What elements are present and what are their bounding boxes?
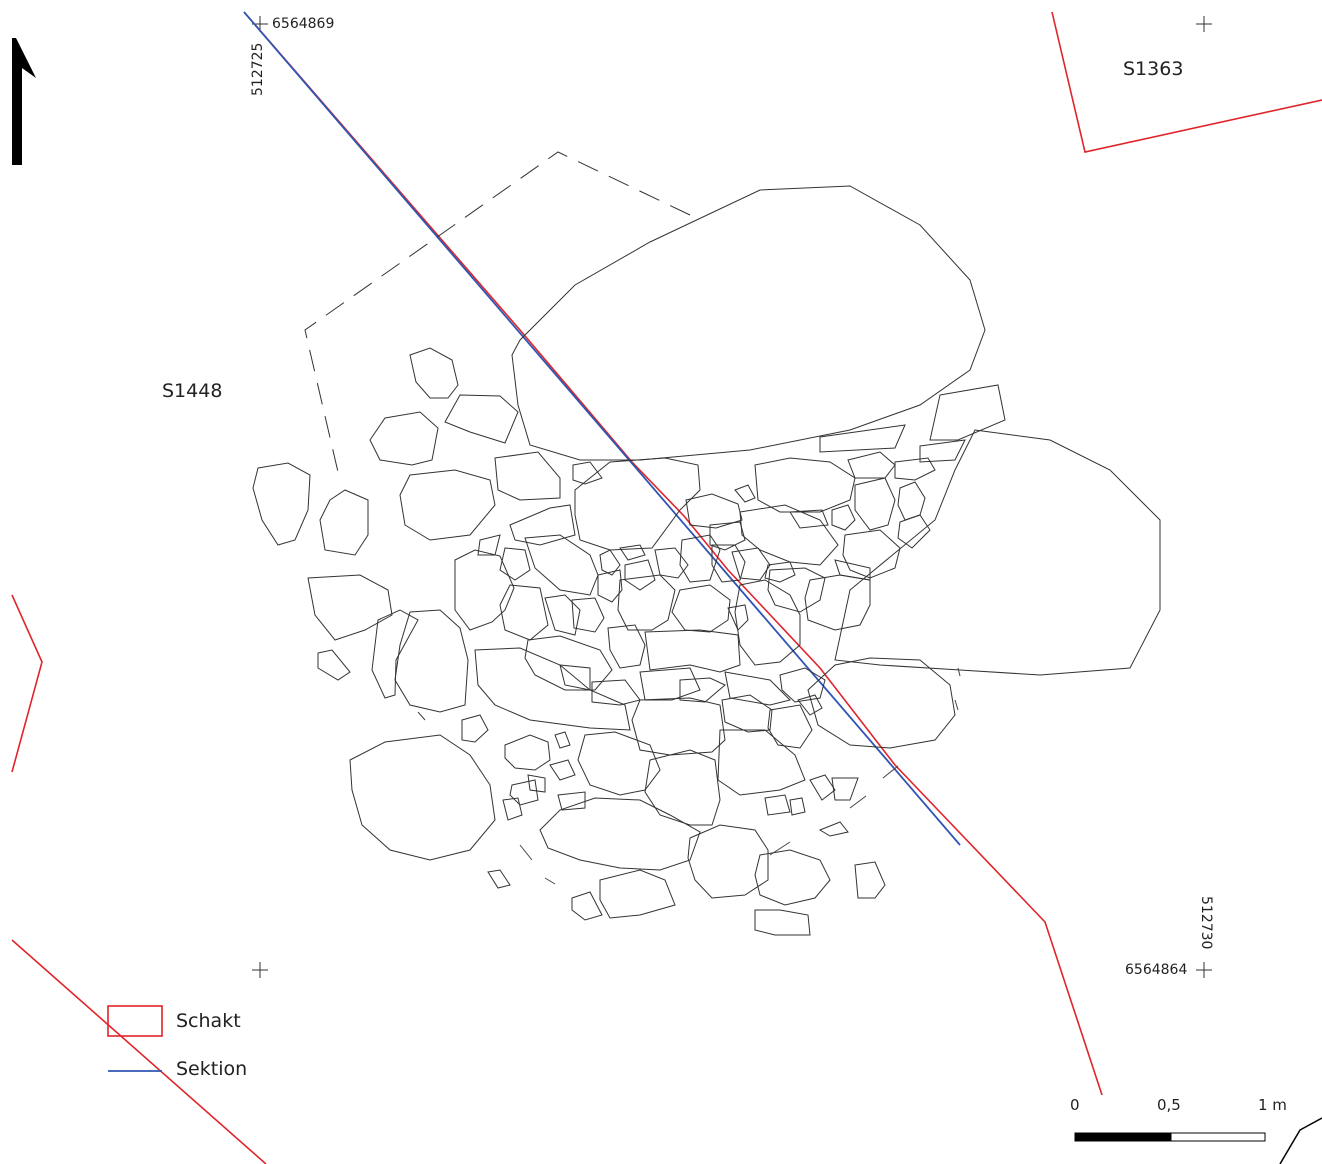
legend-symbols — [107, 1005, 163, 1072]
stone-large-slab-east — [834, 429, 1161, 676]
feature-label-s1448: S1448 — [162, 380, 223, 402]
grid-cross-se — [1196, 962, 1212, 978]
coord-top-northing: 6564869 — [272, 16, 335, 32]
scale-label-half: 0,5 — [1157, 1096, 1181, 1114]
legend-schakt-label: Schakt — [176, 1010, 241, 1032]
schakt-left-wedge — [11, 594, 43, 773]
stone-slab-ne — [929, 384, 1006, 441]
coord-bottom-easting: 512730 — [1198, 896, 1214, 950]
scale-label-full: 1 m — [1258, 1096, 1287, 1114]
s1448-dashed-outline — [304, 151, 691, 473]
scale-label-zero: 0 — [1070, 1096, 1080, 1114]
coord-top-easting: 512725 — [250, 42, 266, 96]
dash-marks — [417, 667, 961, 885]
grid-cross-ne — [1196, 16, 1212, 32]
scale-bar — [1074, 1132, 1266, 1142]
north-arrow-icon — [12, 38, 36, 165]
stone-large-slab — [511, 185, 986, 461]
schakt-s1363-corner — [1051, 11, 1322, 153]
corner-line-se — [1279, 1117, 1322, 1164]
grid-crosses — [252, 16, 1212, 978]
sektion-line — [243, 11, 961, 846]
stones — [252, 185, 1161, 936]
schakt-main — [243, 11, 1103, 1096]
grid-cross-sw — [252, 962, 268, 978]
schakt-outline — [11, 11, 1322, 1164]
coord-bottom-northing: 6564864 — [1125, 962, 1188, 978]
legend-schakt-swatch — [107, 1005, 163, 1037]
feature-label-s1363: S1363 — [1123, 58, 1184, 80]
legend-sektion-label: Sektion — [176, 1058, 248, 1080]
schakt-bottom-left — [11, 939, 267, 1164]
